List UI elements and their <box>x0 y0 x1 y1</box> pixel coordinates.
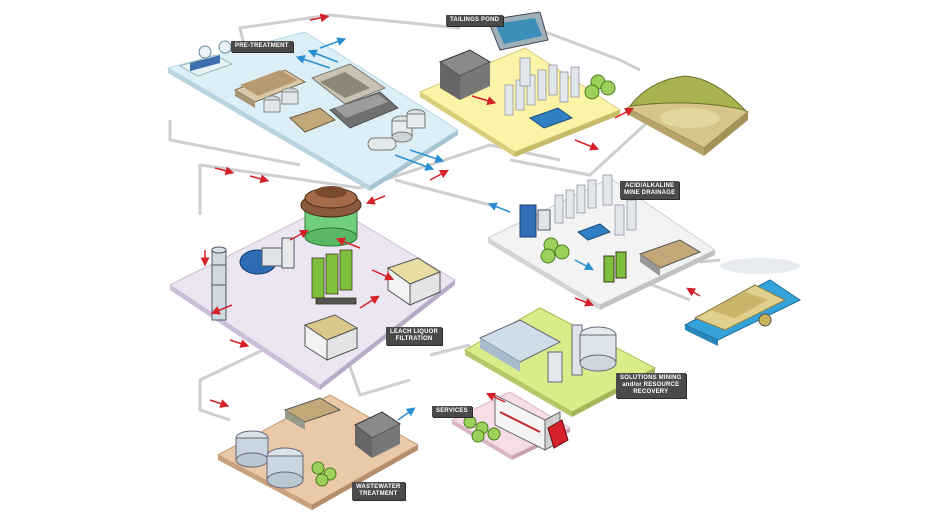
tailings-platform <box>418 11 622 157</box>
label-wastewater-line2: TREATMENT <box>359 491 398 497</box>
label-services: SERVICES <box>432 406 472 417</box>
services-platform <box>450 391 572 460</box>
flow-arrows <box>200 13 701 408</box>
label-leach-line2: FILTRATION <box>395 336 433 342</box>
label-amd: ACID/ALKALINE MINE DRAINAGE <box>620 181 680 199</box>
label-leach-line1: LEACH LIQUOR <box>390 329 439 335</box>
amd-platform <box>486 174 716 310</box>
label-leach: LEACH LIQUOR FILTRATION <box>386 327 443 345</box>
label-amd-line1: ACID/ALKALINE <box>625 183 675 189</box>
drainage-hill <box>683 258 802 346</box>
label-solutions-line3: RECOVERY <box>633 389 669 395</box>
label-tailings-text: TAILINGS POND <box>450 17 500 23</box>
label-wastewater-line1: WASTEWATER <box>356 484 401 490</box>
label-solutions: SOLUTIONS MINING and/or RESOURCE RECOVER… <box>616 373 686 398</box>
wastewater-platform <box>216 394 420 510</box>
label-services-text: SERVICES <box>436 408 468 414</box>
label-pretreatment: PRE-TREATMENT <box>231 41 293 52</box>
solutions-platform <box>463 307 657 417</box>
label-solutions-line2: and/or RESOURCE <box>622 382 680 388</box>
label-solutions-line1: SOLUTIONS MINING <box>620 375 682 381</box>
label-wastewater: WASTEWATER TREATMENT <box>352 482 405 500</box>
pretreatment-platform <box>166 31 459 191</box>
label-pretreatment-text: PRE-TREATMENT <box>235 43 289 49</box>
leach-platform <box>169 186 456 390</box>
tailings-hill <box>625 75 749 156</box>
label-tailings-pond: TAILINGS POND <box>446 15 504 26</box>
label-amd-line2: MINE DRAINAGE <box>624 190 676 196</box>
